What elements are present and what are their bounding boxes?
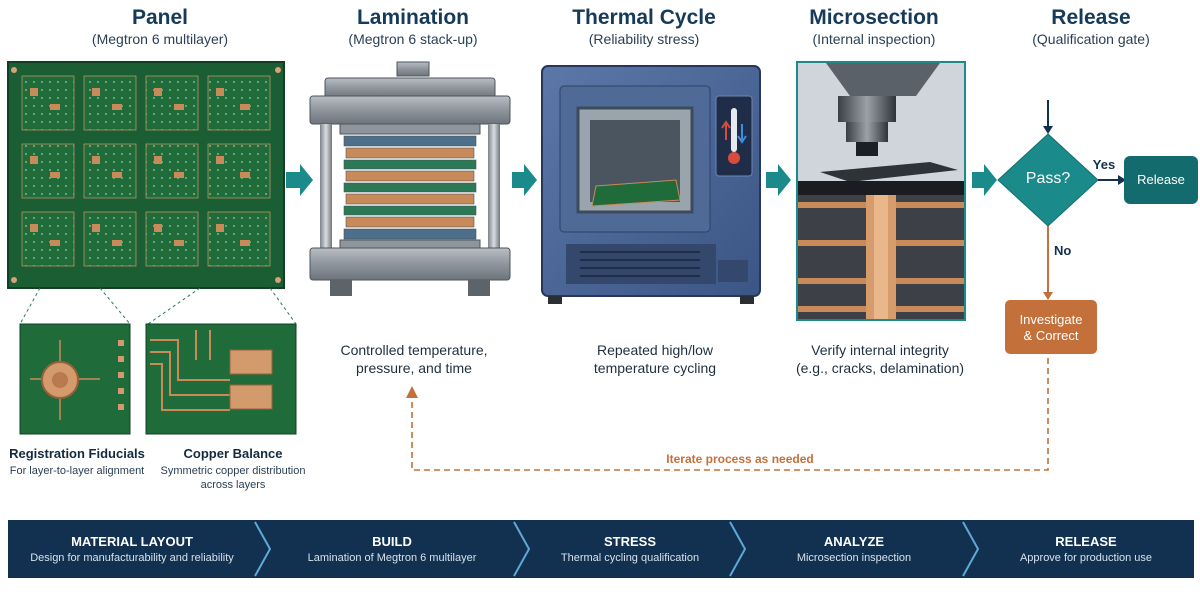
phase-title-analyze: ANALYZE xyxy=(823,534,885,549)
copper-caption-subtitle: Symmetric copper distribution across lay… xyxy=(150,464,316,492)
lamination-description: Controlled temperature, pressure, and ti… xyxy=(314,341,514,377)
release-label: Release xyxy=(1137,172,1185,187)
stage-title-panel: Panel xyxy=(131,6,189,29)
stage-subtitle-lamination: (Megtron 6 stack-up) xyxy=(348,31,478,47)
copper-caption-line-2: across layers xyxy=(200,479,266,491)
flow-arrows xyxy=(286,164,997,196)
microsection-description-line-1: Verify internal integrity xyxy=(811,342,949,358)
investigate-line-1: Investigate xyxy=(1019,312,1083,327)
feedback-loop-arrow xyxy=(411,358,1049,471)
no-label: No xyxy=(1054,243,1072,258)
phase-title-release: RELEASE xyxy=(1055,534,1117,549)
investigate-box xyxy=(1005,300,1097,354)
microsection-description: Verify internal integrity (e.g., cracks,… xyxy=(780,341,980,377)
phase-subtitle-analyze: Microsection inspection xyxy=(796,552,912,564)
thermal-chamber xyxy=(541,65,761,304)
stage-subtitle-panel: (Megtron 6 multilayer) xyxy=(91,31,229,47)
stage-subtitle-release: (Qualification gate) xyxy=(1032,31,1150,47)
lamination-description-line-1: Controlled temperature, xyxy=(340,342,488,358)
phase-title-material-layout: MATERIAL LAYOUT xyxy=(71,534,193,549)
phase-subtitle-material-layout: Design for manufacturability and reliabi… xyxy=(30,552,234,564)
stage-subtitle-thermal-cycle: (Reliability stress) xyxy=(588,31,700,47)
yes-label: Yes xyxy=(1092,157,1116,172)
release-box xyxy=(1124,156,1198,204)
microsection-image xyxy=(796,61,966,321)
stage-title-microsection: Microsection xyxy=(809,6,939,29)
investigate-line-2: & Correct xyxy=(1023,328,1079,343)
phase-title-stress: STRESS xyxy=(603,534,656,549)
pcb-panel xyxy=(7,61,285,289)
copper-balance-detail-image xyxy=(145,323,297,435)
feedback-label: Iterate process as needed xyxy=(666,452,814,466)
lamination-description-line-2: pressure, and time xyxy=(356,360,472,376)
lamination-press xyxy=(309,61,511,296)
phase-title-build: BUILD xyxy=(372,534,412,549)
phase-banner xyxy=(8,520,1194,578)
fiducial-caption-subtitle: For layer-to-layer alignment xyxy=(9,465,145,477)
copper-caption-line-1: Symmetric copper distribution xyxy=(160,465,306,477)
process-illustration xyxy=(7,61,1198,471)
stage-subtitle-microsection: (Internal inspection) xyxy=(812,31,936,47)
pass-decision-label: Pass? xyxy=(1025,170,1071,187)
stage-title-lamination: Lamination xyxy=(356,6,469,29)
fiducial-caption-title: Registration Fiducials xyxy=(9,446,145,461)
thermal-description: Repeated high/low temperature cycling xyxy=(555,341,755,377)
copper-caption-title: Copper Balance xyxy=(183,446,283,461)
phase-subtitle-stress: Thermal cycling qualification xyxy=(560,552,700,564)
investigate-label: Investigate & Correct xyxy=(1005,312,1097,344)
stage-title-release: Release xyxy=(1051,6,1131,29)
stage-title-thermal-cycle: Thermal Cycle xyxy=(572,6,716,29)
thermal-description-line-2: temperature cycling xyxy=(593,360,717,376)
microsection-description-line-2: (e.g., cracks, delamination) xyxy=(795,360,965,376)
thermal-description-line-1: Repeated high/low xyxy=(597,342,713,358)
phase-subtitle-build: Lamination of Megtron 6 multilayer xyxy=(307,552,477,564)
phase-subtitle-release: Approve for production use xyxy=(1019,552,1153,564)
fiducial-detail-image xyxy=(19,323,131,435)
